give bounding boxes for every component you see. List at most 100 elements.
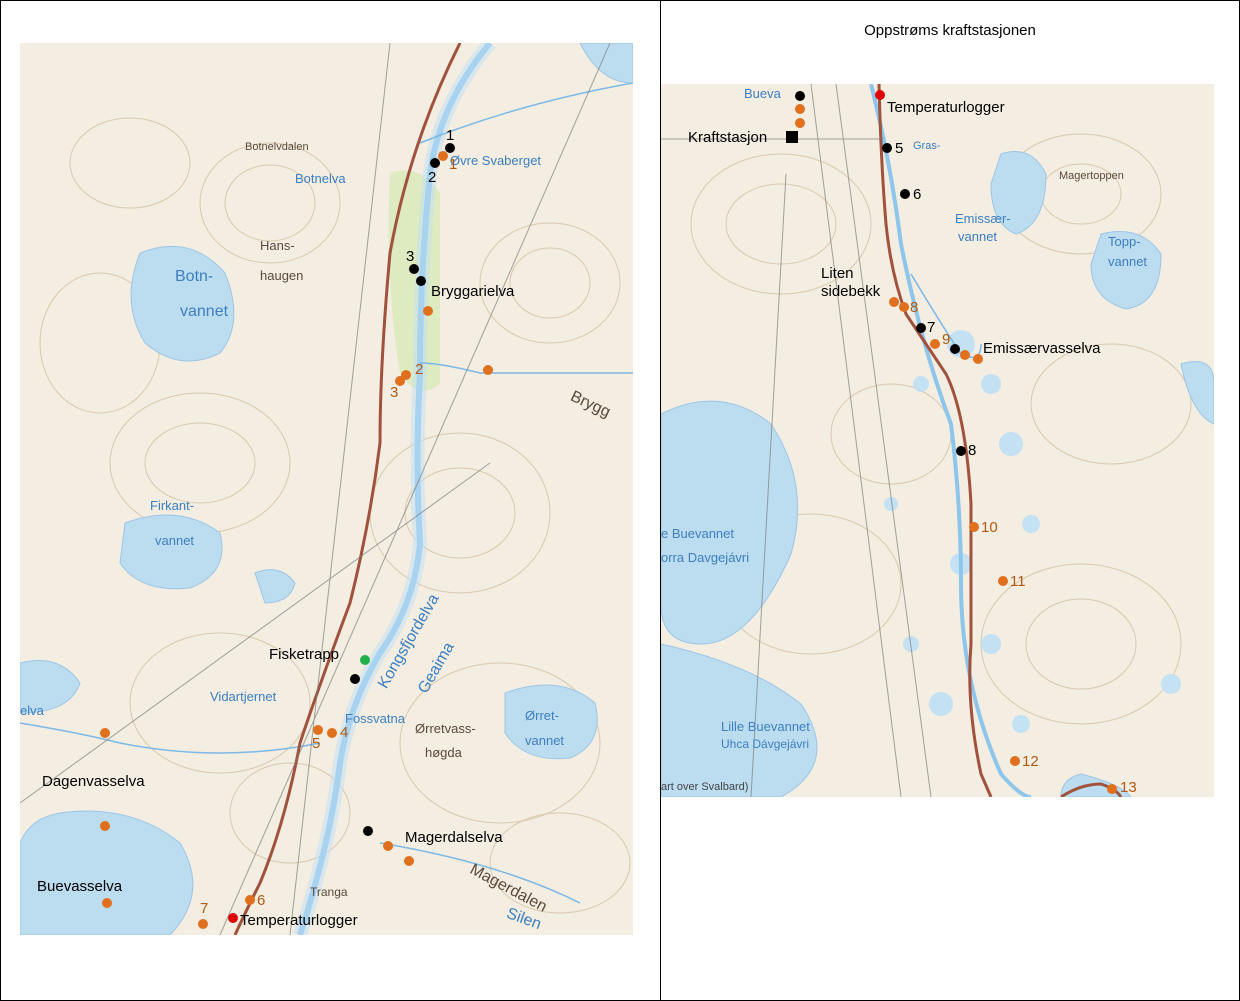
- label-fisketrapp: Fisketrapp: [269, 646, 340, 663]
- right-orange-dot-top-a[interactable]: [795, 104, 805, 114]
- label-magerdalselva: Magerdalselva: [405, 829, 503, 846]
- right-orange-dot-side-a[interactable]: [889, 297, 899, 307]
- right-orange-dot-emissaer-b[interactable]: [973, 354, 983, 364]
- label-emissaervasselva: Emissærvasselva: [983, 340, 1101, 357]
- right-num-orange-10: 10: [981, 519, 998, 536]
- right-num-orange-8: 8: [910, 299, 919, 316]
- label-kraftstasjon: Kraftstasjon: [688, 129, 768, 146]
- right-num-black-7: 7: [927, 319, 936, 336]
- right-black-dot-5[interactable]: [882, 143, 892, 153]
- left-num-orange-2: 2: [415, 361, 424, 378]
- left-black-dot-magerdal[interactable]: [363, 826, 373, 836]
- map-text-orretvass: Ørretvass-: [415, 721, 476, 736]
- left-num-black-3: 3: [406, 248, 415, 265]
- map-text-hans: Hans-: [260, 238, 295, 253]
- right-num-orange-11: 11: [1010, 573, 1026, 590]
- right-orange-dot-8[interactable]: [899, 302, 909, 312]
- right-black-dot-emissaer[interactable]: [950, 344, 960, 354]
- right-black-dot-6[interactable]: [900, 189, 910, 199]
- right-panel-title: Oppstrøms kraftstasjonen: [864, 22, 1036, 39]
- left-orange-dot-b[interactable]: [483, 365, 493, 375]
- map-text-credit: art over Svalbard): [661, 781, 749, 793]
- left-num-orange-7: 7: [200, 900, 209, 917]
- map-text-davgejavri: orra Davgejávri: [661, 550, 750, 565]
- map-text-elva: elva: [20, 703, 44, 718]
- right-orange-dot-13[interactable]: [1107, 784, 1117, 794]
- right-black-dot-top[interactable]: [795, 91, 805, 101]
- left-orange-dot-5[interactable]: [313, 725, 323, 735]
- right-black-dot-7[interactable]: [916, 323, 926, 333]
- left-orange-dot-2[interactable]: [401, 370, 411, 380]
- right-num-orange-13: 13: [1120, 779, 1137, 796]
- left-num-orange-3: 3: [390, 384, 399, 401]
- map-text-orret: Ørret-: [525, 708, 559, 723]
- map-text-lille-buevannet: Lille Buevannet: [721, 719, 810, 734]
- left-orange-dot-a[interactable]: [423, 306, 433, 316]
- right-orange-dot-11[interactable]: [998, 576, 1008, 586]
- right-orange-dot-10[interactable]: [969, 522, 979, 532]
- left-orange-dot-dagenvass-b[interactable]: [100, 821, 110, 831]
- label-temperaturlogger-left: Temperaturlogger: [240, 912, 358, 929]
- label-liten: Liten: [821, 265, 854, 282]
- right-num-black-5: 5: [895, 140, 904, 157]
- left-orange-dot-7[interactable]: [198, 919, 208, 929]
- left-orange-dot-4[interactable]: [327, 728, 337, 738]
- left-num-orange-1: 1: [449, 156, 458, 173]
- left-black-dot-3b[interactable]: [416, 276, 426, 286]
- left-num-orange-4: 4: [340, 724, 349, 741]
- right-black-dot-8[interactable]: [956, 446, 966, 456]
- map-text-topp-vannet: vannet: [1108, 254, 1148, 269]
- label-bryggarielva: Bryggarielva: [431, 283, 515, 300]
- map-text-emissar: Emissær-: [955, 211, 1011, 226]
- left-num-orange-6: 6: [257, 892, 266, 909]
- map-text-orret-vannet: vannet: [525, 733, 565, 748]
- map-text-gras: Gras-: [913, 140, 941, 152]
- right-map: Bueva Gras- Emissær- vannet Topp- vannet…: [661, 84, 1214, 797]
- right-red-dot-temperaturlogger[interactable]: [875, 90, 885, 100]
- right-map-background: [661, 84, 1214, 797]
- left-orange-dot-buevass[interactable]: [102, 898, 112, 908]
- left-num-orange-5: 5: [312, 735, 321, 752]
- left-green-dot-fisketrapp[interactable]: [360, 655, 370, 665]
- label-buevasselva: Buevasselva: [37, 878, 123, 895]
- left-orange-dot-6[interactable]: [245, 895, 255, 905]
- label-sidebekk: sidebekk: [821, 283, 881, 300]
- map-text-fossvatna: Fossvatna: [345, 711, 405, 726]
- left-num-black-2: 2: [428, 169, 437, 186]
- map-text-botnelvdalen: Botnelvdalen: [245, 141, 309, 153]
- map-text-vidartjernet: Vidartjernet: [210, 689, 277, 704]
- map-text-bueva: Bueva: [744, 86, 781, 101]
- right-num-orange-9: 9: [942, 331, 951, 348]
- left-orange-dot-1[interactable]: [438, 151, 448, 161]
- right-orange-dot-9[interactable]: [930, 339, 940, 349]
- right-orange-dot-12[interactable]: [1010, 756, 1020, 766]
- left-black-dot-1[interactable]: [445, 143, 455, 153]
- left-orange-dot-3[interactable]: [395, 376, 405, 386]
- left-black-dot-2[interactable]: [430, 158, 440, 168]
- left-map: Botnelvdalen Botnelva Øvre Svaberget Han…: [20, 43, 633, 935]
- right-num-black-8: 8: [968, 442, 977, 459]
- map-text-firkant-vannet: vannet: [155, 533, 195, 548]
- left-num-black-1: 1: [446, 127, 455, 144]
- left-orange-dot-magerdal-b[interactable]: [404, 856, 414, 866]
- right-orange-dot-emissaer-a[interactable]: [960, 350, 970, 360]
- map-text-botn-vannet: vannet: [180, 303, 229, 320]
- map-text-emissar-vannet: vannet: [958, 229, 998, 244]
- left-map-background: [20, 43, 633, 935]
- map-text-tranga: Tranga: [310, 885, 348, 899]
- map-text-topp: Topp-: [1108, 234, 1141, 249]
- map-text-ovre-svaberget: Øvre Svaberget: [450, 153, 542, 168]
- map-text-botnelva: Botnelva: [295, 171, 346, 186]
- right-num-black-6: 6: [913, 186, 922, 203]
- right-orange-dot-top-b[interactable]: [795, 118, 805, 128]
- left-black-dot-3[interactable]: [409, 264, 419, 274]
- left-orange-dot-magerdal-a[interactable]: [383, 841, 393, 851]
- map-text-haugen: haugen: [260, 268, 304, 283]
- left-orange-dot-dagenvass-a[interactable]: [100, 728, 110, 738]
- map-text-botn: Botn-: [175, 268, 214, 285]
- left-black-dot-c[interactable]: [350, 674, 360, 684]
- map-text-buevannet: e Buevannet: [661, 526, 735, 541]
- left-red-dot-temperaturlogger[interactable]: [228, 913, 238, 923]
- right-square-kraftstasjon[interactable]: [786, 131, 798, 143]
- label-dagenvasselva: Dagenvasselva: [42, 773, 145, 790]
